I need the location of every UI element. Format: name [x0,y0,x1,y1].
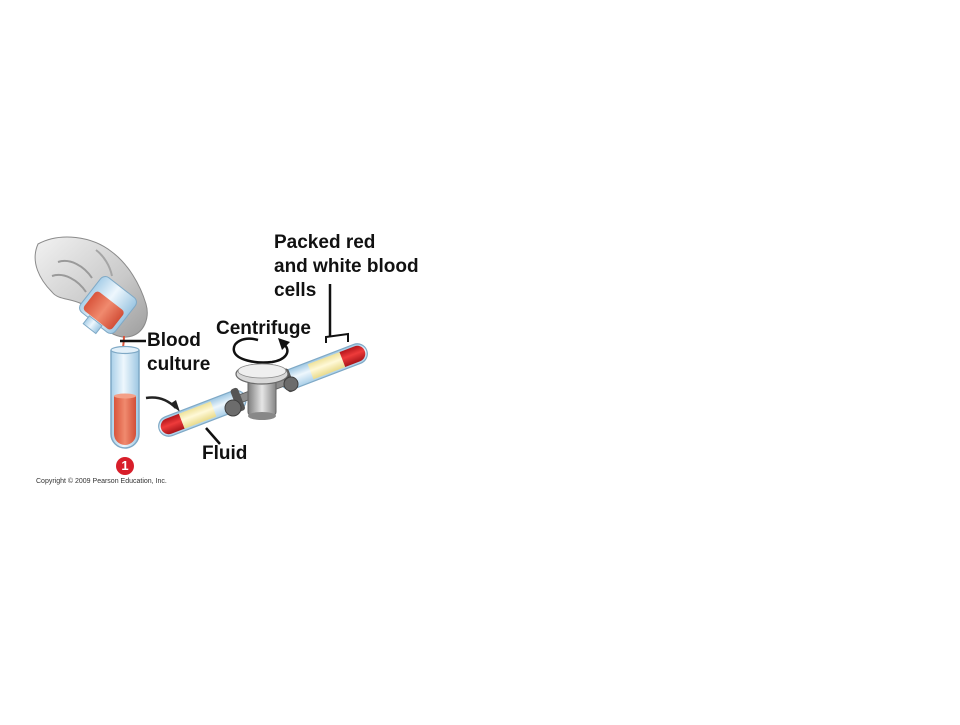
transfer-arrow-icon [145,396,180,412]
label-packed-cells-line2: and white blood [274,256,419,277]
label-packed-cells-line3: cells [274,280,317,301]
step-number-badge: 1 [116,457,134,475]
label-packed-cells-line1: Packed red [274,232,376,253]
label-blood-culture: Blood culture [147,329,210,377]
pouring-flask-icon [79,276,137,335]
label-blood-culture-line1: Blood [147,330,201,351]
centrifuge-hub-icon [224,363,299,420]
label-blood-culture-line2: culture [147,354,211,375]
rotation-arrow-icon [232,337,290,364]
test-tube-icon [110,345,140,449]
label-centrifuge: Centrifuge [216,318,311,339]
label-fluid: Fluid [202,443,248,464]
copyright-notice: Copyright © 2009 Pearson Education, Inc. [36,478,167,485]
fluid-leader [205,427,221,445]
packed-cells-bracket [325,332,349,343]
label-packed-cells: Packed red and white blood cells [274,231,419,303]
